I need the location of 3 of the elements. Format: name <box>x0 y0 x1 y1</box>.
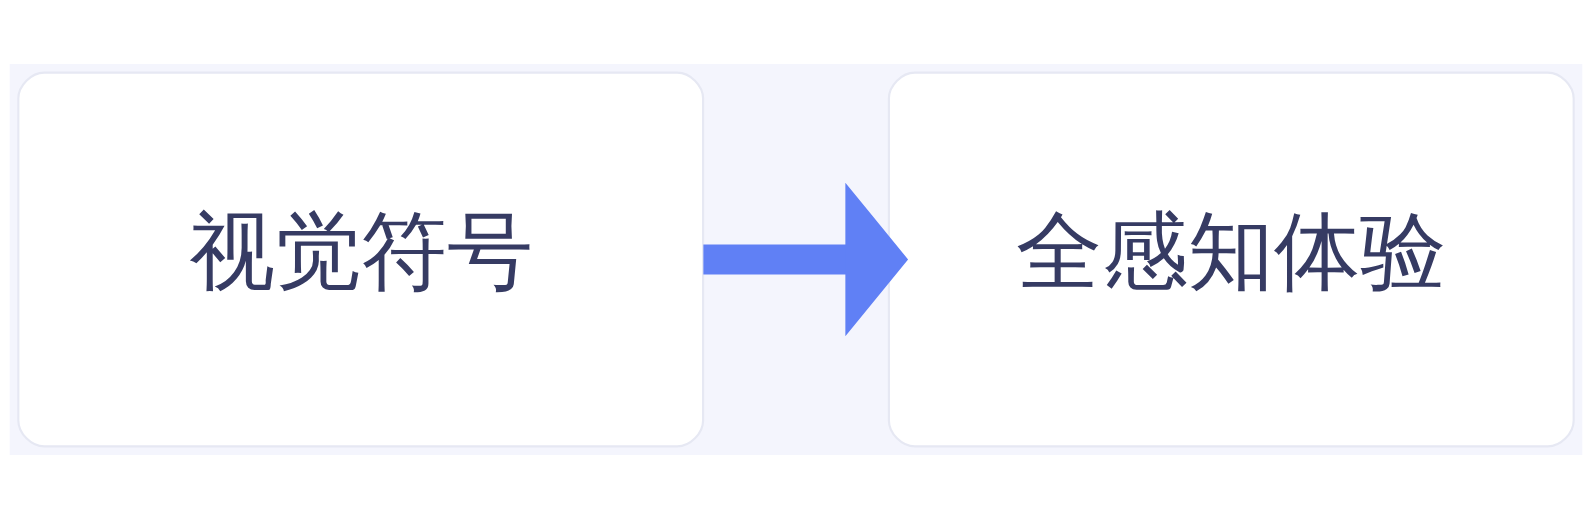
node-box: 视觉符号 <box>17 71 705 447</box>
arrow <box>703 182 909 336</box>
node-box: 全感知体验 <box>887 71 1575 447</box>
